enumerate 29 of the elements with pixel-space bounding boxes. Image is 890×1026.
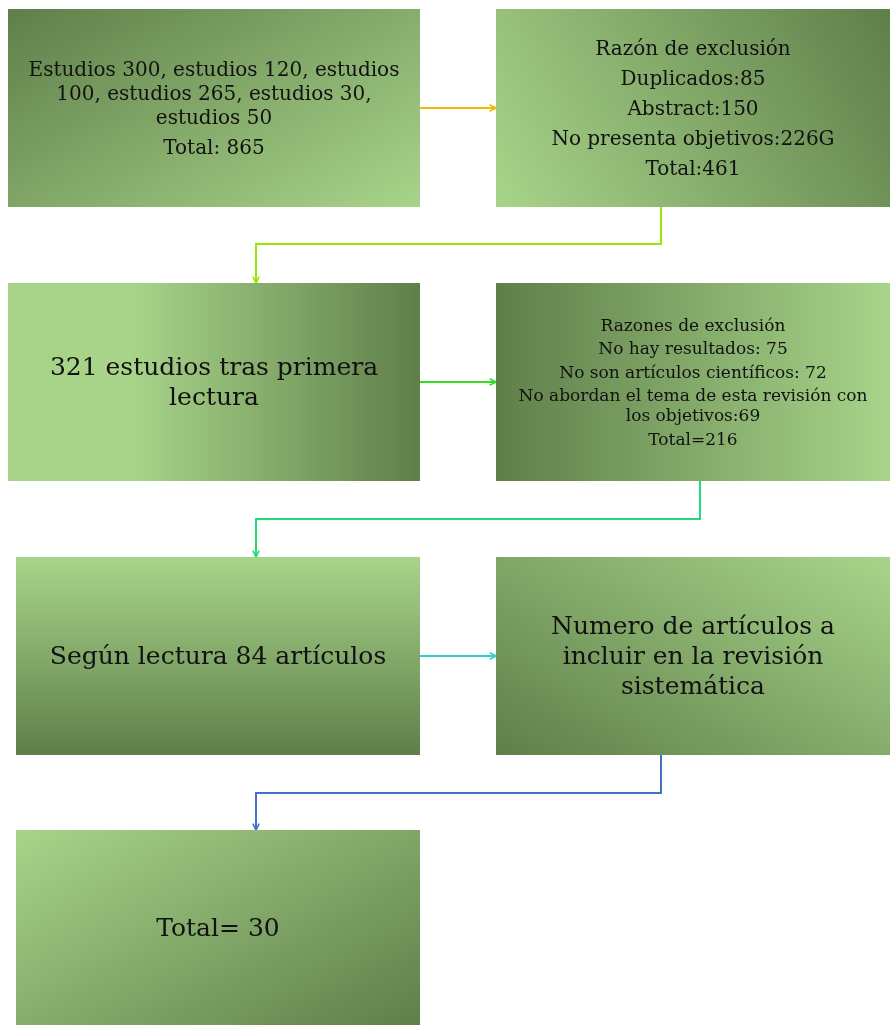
box-text: Total= 30 bbox=[156, 912, 280, 943]
arrow bbox=[252, 206, 662, 284]
box-text: Duplicados:85 bbox=[620, 66, 766, 90]
box-text: Numero de artículos a incluir en la revisión sistemática bbox=[550, 611, 836, 701]
box-text: Total=216 bbox=[648, 428, 738, 450]
process-box bbox=[8, 9, 420, 207]
arrow bbox=[252, 480, 701, 558]
process-box bbox=[16, 557, 420, 755]
arrow bbox=[419, 652, 497, 660]
box-text: Total:461 bbox=[645, 156, 741, 180]
process-box bbox=[496, 557, 890, 755]
box-text: Estudios 300, estudios 120, estudios 100, estudios 265, estudios 30, estudios 50 bbox=[27, 57, 401, 129]
process-box bbox=[496, 9, 890, 207]
box-text: Según lectura 84 artículos bbox=[49, 641, 387, 671]
box-text: No hay resultados: 75 bbox=[598, 338, 788, 359]
box-text: Total: 865 bbox=[163, 135, 265, 159]
arrow bbox=[419, 104, 497, 112]
box-text: No son artículos científicos: 72 bbox=[559, 361, 827, 382]
process-box bbox=[496, 283, 890, 481]
arrow bbox=[252, 754, 662, 831]
arrow bbox=[419, 378, 497, 386]
box-text: 321 estudios tras primera lectura bbox=[48, 352, 380, 412]
process-box bbox=[8, 283, 420, 481]
box-text: No abordan el tema de esta revisión con los objetivos:69 bbox=[517, 385, 869, 426]
box-text: Razón de exclusión bbox=[595, 36, 791, 60]
box-text: No presenta objetivos:226G bbox=[551, 126, 835, 150]
box-text: Razones de exclusión bbox=[600, 314, 786, 336]
process-box bbox=[16, 830, 420, 1025]
box-text: Abstract:150 bbox=[627, 96, 759, 120]
